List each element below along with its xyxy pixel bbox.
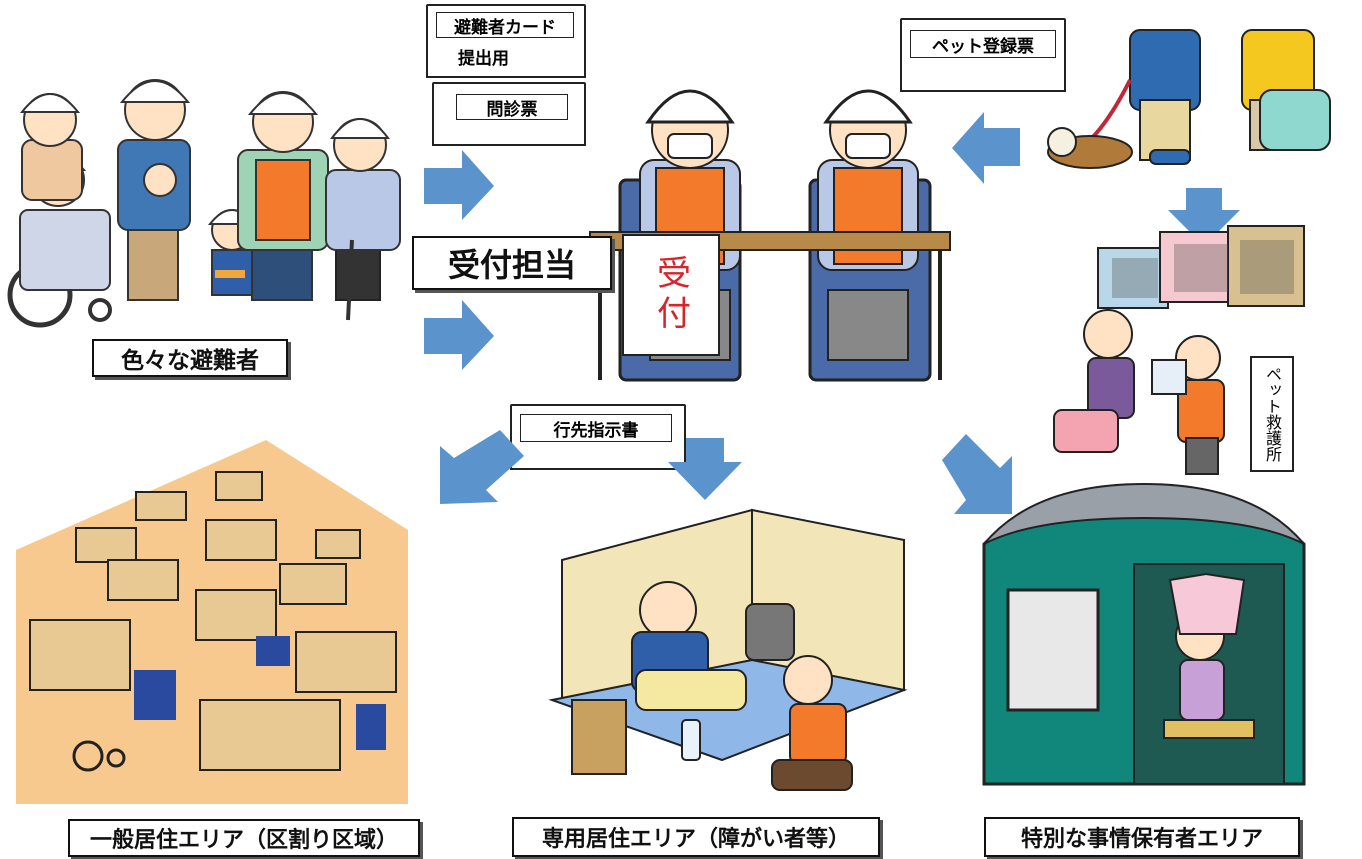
reception-sign: 受付 — [622, 234, 720, 356]
destination-instructions-document: 行先指示書 — [510, 404, 686, 470]
woman-evacuee — [19, 93, 83, 201]
pet-rescue-signboard: ペット救護所 — [1250, 356, 1294, 472]
bottle-icon — [681, 719, 701, 761]
seated-woman-in-tent — [1163, 611, 1255, 739]
pet-rescue-staff-illustration — [1053, 309, 1225, 475]
paper-bag-icon — [571, 699, 627, 775]
elderly-with-cane-evacuee — [325, 118, 401, 321]
special-area-tent-illustration — [982, 482, 1306, 786]
arrow-down-right-icon — [942, 434, 1012, 514]
wheelchair-icon — [72, 740, 126, 772]
dog-icon — [1047, 127, 1133, 169]
special-area-label: 特別な事情保有者エリア — [984, 817, 1300, 857]
woman-with-pet-carrier — [1053, 309, 1135, 453]
pet-registration-document: ペット登録票 — [900, 18, 1066, 92]
evacuee-card-subtitle: 提出用 — [458, 49, 509, 69]
arrow-down-icon — [668, 438, 742, 500]
general-area-illustration — [16, 440, 408, 804]
woman-with-carrier — [1241, 29, 1331, 151]
medical-questionnaire-document: 問診票 — [432, 82, 586, 146]
destination-instructions-title: 行先指示書 — [520, 414, 672, 442]
reception-desk-illustration — [589, 89, 951, 382]
pet-cages-illustration — [1097, 225, 1305, 309]
man-vest-evacuee — [237, 91, 329, 301]
pet-rescue-sign-text: ペット救護所 — [1263, 366, 1282, 462]
elderly-evacuee-seated — [631, 581, 747, 711]
general-area-label: 一般居住エリア（区割り区域） — [68, 819, 420, 857]
reception-staff-female — [817, 89, 919, 361]
medical-questionnaire-title: 問診票 — [456, 94, 568, 120]
staff-kneeling — [771, 655, 853, 791]
man-with-dog — [1088, 29, 1201, 165]
pet-owners-illustration — [1047, 29, 1331, 169]
reception-sign-text: 受付 — [650, 255, 691, 335]
evacuees-illustration — [7, 79, 401, 328]
pet-registration-title: ペット登録票 — [910, 30, 1056, 58]
evacuee-card-document: 避難者カード 提出用 — [426, 4, 586, 78]
reception-staff-label: 受付担当 — [412, 236, 612, 290]
arrow-down-icon — [1168, 188, 1240, 246]
dedicated-area-label: 専用居住エリア（障がい者等） — [512, 817, 880, 857]
arrow-left-icon — [952, 112, 1020, 184]
man-with-baby-evacuee — [117, 79, 191, 301]
various-evacuees-label: 色々な避難者 — [92, 339, 288, 377]
arrow-down-left-icon — [440, 430, 524, 504]
dedicated-area-illustration — [548, 508, 908, 791]
rescue-staff-with-clipboard — [1151, 335, 1225, 475]
hanging-clothes-icon — [1168, 572, 1246, 635]
tent-window — [1006, 588, 1100, 712]
evacuee-card-title: 避難者カード — [436, 12, 574, 38]
arrow-right-icon — [424, 150, 494, 220]
backpack-icon — [745, 603, 795, 661]
arrow-right-icon — [424, 300, 494, 370]
